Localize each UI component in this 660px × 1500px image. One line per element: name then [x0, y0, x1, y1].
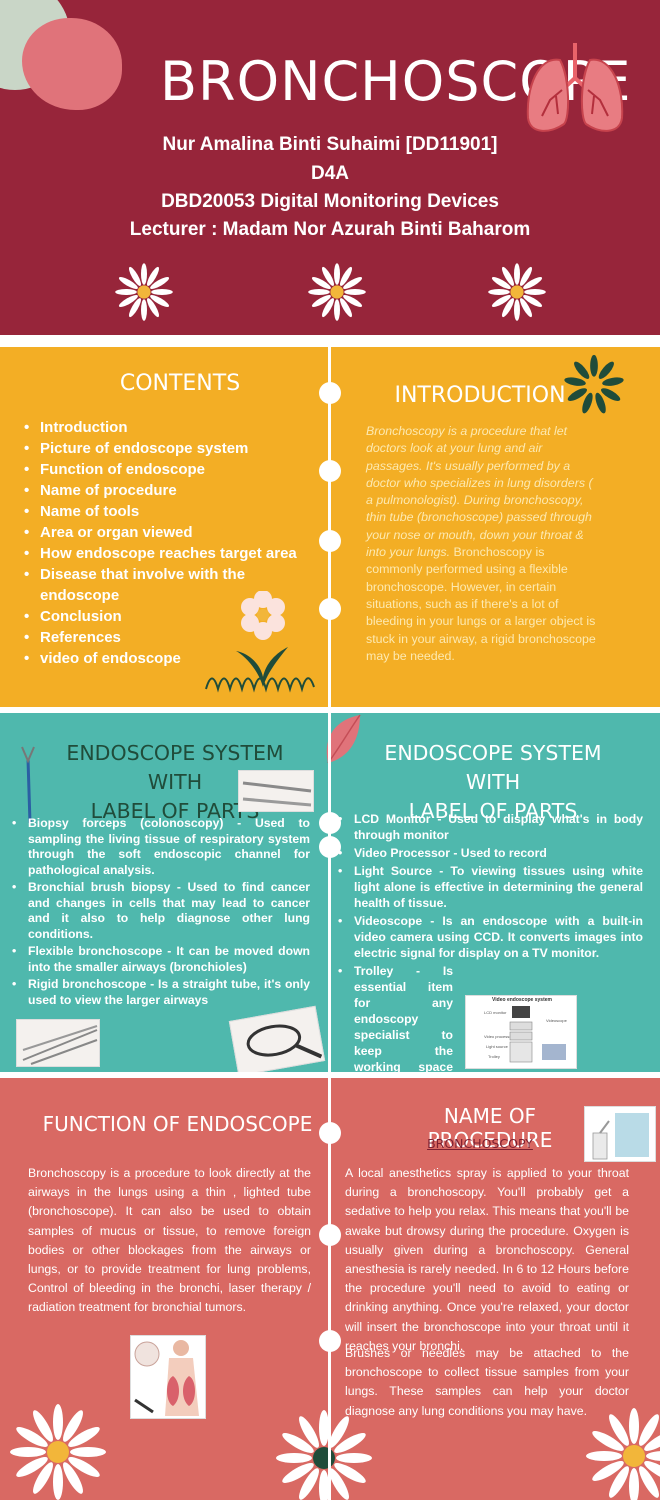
list-item: LCD Monitor - Used to display what's in …: [338, 811, 643, 843]
list-item: Video Processor - Used to record: [338, 845, 643, 861]
list-item: Light Source - To viewing tissues using …: [338, 863, 643, 911]
function-body: Bronchoscopy is a procedure to look dire…: [28, 1166, 311, 1315]
timeline-dot: [319, 1330, 341, 1352]
rigid-bronchoscope-image: [16, 1019, 100, 1067]
diagram-caption: Video endoscope system: [492, 997, 552, 1003]
list-item: Rigid bronchoscope - Is a straight tube,…: [12, 977, 310, 1008]
system-right-list: LCD Monitor - Used to display what's in …: [338, 811, 643, 1072]
procedure-subtitle: BRONCHOSCOPY: [427, 1136, 533, 1151]
contents-title: CONTENTS: [119, 371, 241, 396]
list-item: Name of procedure: [24, 480, 319, 501]
bronchoscopy-illustration: [130, 1335, 206, 1419]
list-item: video of endoscope: [24, 648, 319, 669]
timeline-dot: [319, 382, 341, 404]
list-item: Name of tools: [24, 501, 319, 522]
diagram-label: Video processor: [484, 1034, 513, 1039]
author-name: Nur Amalina Binti Suhaimi [DD11901]: [162, 134, 498, 155]
procedure-paragraph-1: A local anesthetics spray is applied to …: [345, 1166, 629, 1353]
timeline-dot: [319, 460, 341, 482]
list-item: Biopsy forceps (colonoscopy) - Used to s…: [12, 816, 310, 878]
procedure-paragraph-2: Brushes or needles may be attached to th…: [345, 1346, 629, 1418]
timeline-dot: [319, 598, 341, 620]
daisy-icon: [307, 262, 367, 322]
list-item: How endoscope reaches target area: [24, 543, 319, 564]
daisy-icon: [8, 1402, 108, 1500]
list-item: Flexible bronchoscope - It can be moved …: [12, 944, 310, 975]
list-item: Picture of endoscope system: [24, 438, 319, 459]
list-item: Introduction: [24, 417, 319, 438]
procedure-title: NAME OF PROCEDURE: [427, 1104, 553, 1152]
header-section: BRONCHOSCOPE Nur Amalina Binti Suhaimi […: [0, 0, 660, 335]
system-left-title-line1: ENDOSCOPE SYSTEM WITH: [66, 741, 284, 794]
timeline-dot: [319, 1122, 341, 1144]
list-item: Disease that involve with the endoscope: [24, 564, 264, 606]
list-item: Trolley - Is essential item for any endo…: [338, 963, 643, 1072]
timeline-line: [328, 347, 331, 1500]
daisy-icon: [276, 1410, 372, 1500]
timeline-dot: [319, 836, 341, 858]
list-item: Function of endoscope: [24, 459, 319, 480]
class-code: D4A: [310, 163, 349, 184]
introduction-title: INTRODUCTION: [394, 383, 566, 408]
list-item: References: [24, 627, 319, 648]
system-left-list: Biopsy forceps (colonoscopy) - Used to s…: [12, 816, 310, 1008]
leaf-icon: [326, 714, 361, 764]
timeline-dot: [319, 530, 341, 552]
lungs-icon: [526, 43, 624, 132]
system-right-title-line1: ENDOSCOPE SYSTEM WITH: [384, 741, 602, 794]
video-endoscope-system-image: Video endoscope system LCD monitor Video…: [465, 995, 577, 1069]
page-title: BRONCHOSCOPE: [160, 50, 632, 113]
daisy-icon: [564, 354, 624, 414]
diagram-label: LCD monitor: [484, 1010, 507, 1015]
decorative-blob: [22, 18, 122, 110]
function-title: FUNCTION OF ENDOSCOPE: [42, 1112, 313, 1136]
function-procedure-section: FUNCTION OF ENDOSCOPE Bronchoscopy is a …: [0, 1078, 660, 1500]
introduction-plain-text: Bronchoscopy is commonly performed using…: [366, 545, 596, 663]
list-item: Videoscope - Is an endoscope with a buil…: [338, 913, 643, 961]
course-name: DBD20053 Digital Monitoring Devices: [161, 191, 499, 212]
anesthetic-spray-image: [584, 1106, 656, 1162]
list-item: Area or organ viewed: [24, 522, 319, 543]
daisy-icon: [584, 1406, 660, 1500]
diagram-label: Videoscope: [546, 1018, 567, 1023]
list-item: Bronchial brush biopsy - Used to find ca…: [12, 880, 310, 942]
introduction-italic-text: Bronchoscopy is a procedure that let doc…: [366, 424, 593, 560]
list-item: Conclusion: [24, 606, 319, 627]
diagram-label: Light source: [486, 1044, 508, 1049]
flower-plant-icon: [205, 591, 315, 693]
lecturer-name: Lecturer : Madam Nor Azurah Binti Baharo…: [129, 219, 531, 240]
contents-list: Introduction Picture of endoscope system…: [24, 417, 319, 669]
daisy-icon: [487, 262, 547, 322]
timeline-dot: [319, 812, 341, 834]
diagram-label: Trolley: [488, 1054, 500, 1059]
daisy-icon: [114, 262, 174, 322]
brush-image: [238, 770, 314, 812]
timeline-dot: [319, 1224, 341, 1246]
flexible-bronchoscope-image: [228, 1005, 326, 1072]
forceps-icon: [21, 746, 35, 824]
introduction-body: Bronchoscopy is a procedure that let doc…: [366, 423, 602, 665]
